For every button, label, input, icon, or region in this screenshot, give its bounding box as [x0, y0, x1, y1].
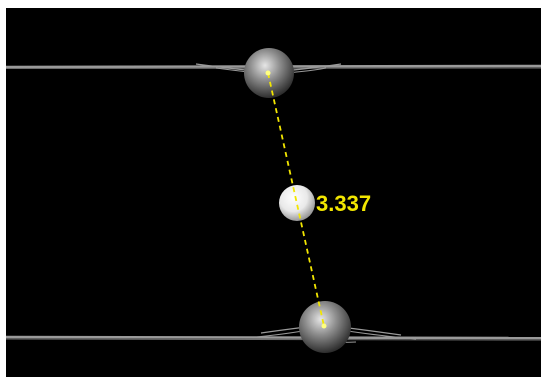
measure-endpoint-top — [265, 70, 271, 76]
viewer-canvas[interactable]: 3.337 — [6, 8, 541, 377]
center-atom[interactable] — [279, 185, 315, 221]
measure-endpoint-bottom — [321, 323, 327, 329]
molecular-viewer[interactable]: 3.337 — [6, 8, 541, 377]
distance-measure-line — [267, 72, 325, 327]
distance-label: 3.337 — [316, 191, 371, 216]
